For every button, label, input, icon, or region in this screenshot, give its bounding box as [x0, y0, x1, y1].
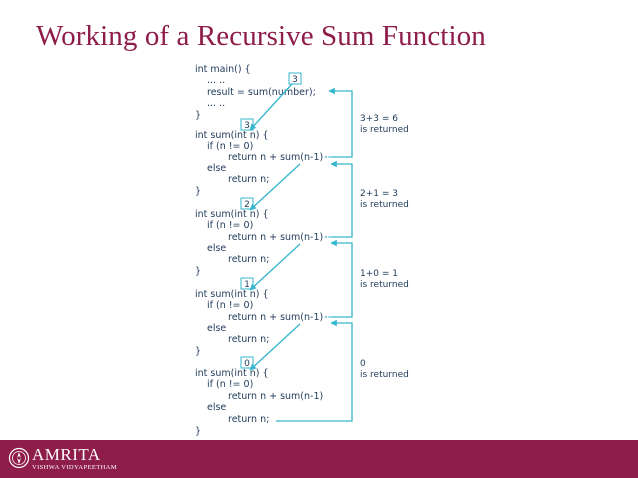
code-line: return n + sum(n-1) — [228, 232, 323, 243]
call-arrow — [249, 83, 293, 131]
call-arrow — [249, 163, 301, 211]
code-line: int sum(int n) { — [195, 368, 269, 379]
code-line: if (n != 0) — [207, 300, 253, 311]
svg-text:is returned: is returned — [360, 280, 409, 290]
logo-name: AMRITA — [32, 445, 101, 464]
svg-text:0: 0 — [360, 359, 366, 369]
svg-text:3: 3 — [292, 75, 298, 85]
code-line: result = sum(number); — [207, 87, 316, 98]
sum-function-block: int sum(int n) { if (n != 0) return n + … — [195, 130, 323, 197]
returned-value-note: 0 is returned — [360, 359, 409, 380]
sum-function-block: int sum(int n) { if (n != 0) return n + … — [195, 289, 323, 357]
code-line: return n; — [228, 254, 269, 265]
returned-value-note: 2+1 = 3 is returned — [360, 189, 409, 210]
svg-text:1: 1 — [244, 280, 250, 290]
code-line: } — [195, 346, 201, 357]
footer-bar: AMRITA VISHWA VIDYAPEETHAM — [0, 440, 638, 478]
slide-title: Working of a Recursive Sum Function — [36, 20, 486, 52]
returned-value-note: 3+3 = 6 is returned — [360, 114, 409, 135]
code-line: if (n != 0) — [207, 141, 253, 152]
code-line: } — [195, 426, 201, 437]
svg-text:1+0 = 1: 1+0 = 1 — [360, 269, 398, 279]
svg-text:2+1 = 3: 2+1 = 3 — [360, 189, 398, 199]
svg-text:is returned: is returned — [360, 125, 409, 135]
code-line: ... .. — [207, 75, 225, 86]
amrita-emblem-icon — [8, 447, 30, 469]
code-line: } — [195, 266, 201, 277]
code-line: int sum(int n) { — [195, 289, 269, 300]
call-value-badge: 2 — [240, 197, 254, 210]
code-line: return n + sum(n-1) — [228, 312, 323, 323]
svg-text:is returned: is returned — [360, 200, 409, 210]
return-arrow — [276, 319, 353, 422]
return-arrow — [330, 160, 353, 238]
return-arrow — [328, 87, 353, 158]
svg-text:0: 0 — [244, 359, 250, 369]
code-line: int sum(int n) { — [195, 130, 269, 141]
code-line: return n + sum(n-1) — [228, 391, 323, 402]
code-line: return n; — [228, 334, 269, 345]
svg-text:3: 3 — [244, 121, 250, 131]
code-line: return n; — [228, 414, 269, 425]
logo-subtitle: VISHWA VIDYAPEETHAM — [32, 464, 117, 471]
code-line: } — [195, 186, 201, 197]
code-line: int main() { — [195, 64, 251, 75]
code-line: else — [207, 243, 226, 254]
code-line: else — [207, 163, 226, 174]
sum-function-block: int sum(int n) { if (n != 0) return n + … — [195, 368, 323, 437]
code-line: ... .. — [207, 98, 225, 109]
main-function-block: int main() { ... .. result = sum(number)… — [195, 64, 316, 121]
call-value-badge: 1 — [240, 277, 254, 290]
svg-text:3+3 = 6: 3+3 = 6 — [360, 114, 398, 124]
code-line: if (n != 0) — [207, 220, 253, 231]
code-line: if (n != 0) — [207, 379, 253, 390]
svg-text:is returned: is returned — [360, 370, 409, 380]
returned-value-note: 1+0 = 1 is returned — [360, 269, 409, 290]
code-line: return n; — [228, 174, 269, 185]
call-arrow — [249, 323, 301, 371]
code-line: else — [207, 323, 226, 334]
code-line: return n + sum(n-1) — [228, 152, 323, 163]
call-value-badge: 3 — [288, 72, 302, 85]
call-value-badge: 0 — [240, 356, 254, 369]
code-line: } — [195, 110, 201, 121]
svg-text:2: 2 — [244, 200, 250, 210]
return-arrow — [330, 239, 353, 318]
call-arrow — [249, 243, 301, 291]
code-line: int sum(int n) { — [195, 209, 269, 220]
code-line: else — [207, 402, 226, 413]
sum-function-block: int sum(int n) { if (n != 0) return n + … — [195, 209, 323, 277]
amrita-logo: AMRITA VISHWA VIDYAPEETHAM — [8, 443, 168, 475]
